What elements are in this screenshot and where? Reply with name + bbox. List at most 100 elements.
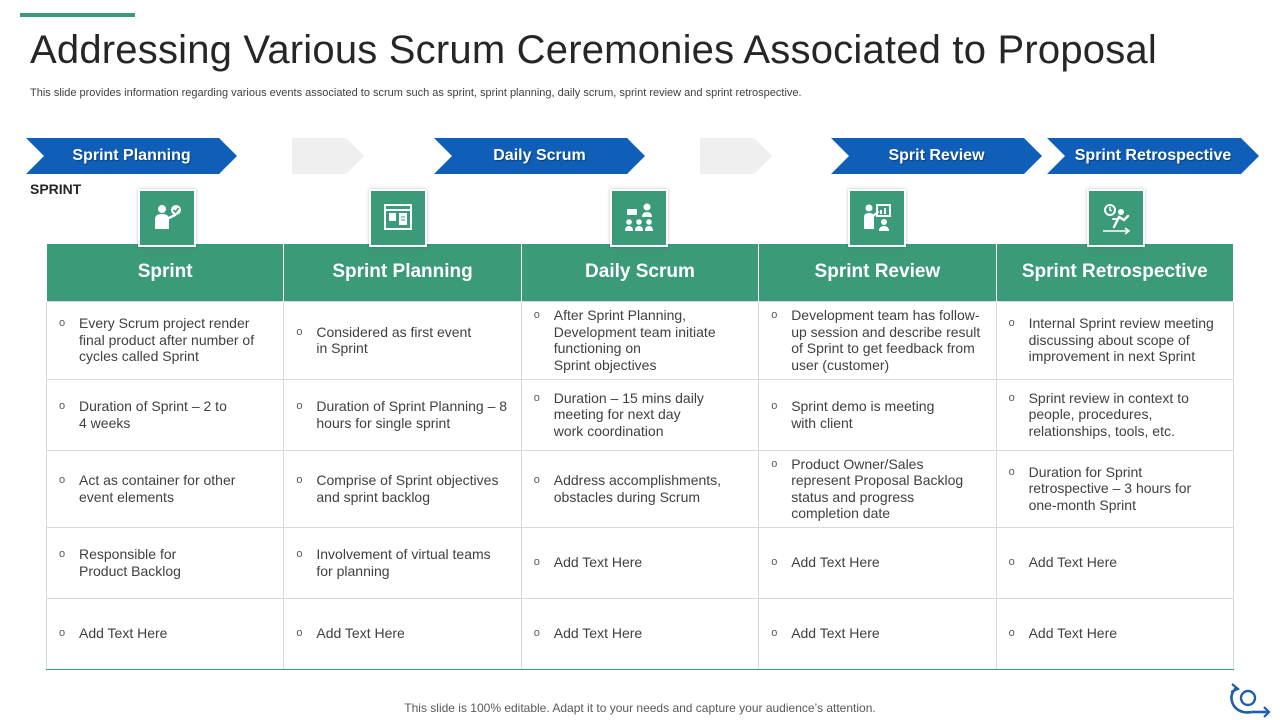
bullet-item: o Add Text Here	[771, 625, 985, 642]
chevron-sprint-planning: Sprint Planning	[26, 138, 237, 174]
bullet-marker: o	[533, 474, 540, 486]
cell-text: Add Text Here	[791, 554, 880, 571]
cell-text: After Sprint Planning, Development team …	[553, 307, 716, 373]
table-cell: o Responsible for Product Backlog	[45, 526, 285, 599]
cell-text: Add Text Here	[1028, 554, 1118, 571]
cell-text: Every Scrum project render final product…	[79, 315, 255, 365]
bullet-marker: o	[771, 309, 778, 321]
table-cell: o Considered as first event in Sprint	[283, 300, 522, 380]
table-cell: o Address accomplishments, obstacles duri…	[520, 449, 760, 528]
cell-text: Responsible for Product Backlog	[79, 546, 181, 579]
cycle-arrow-icon	[1230, 683, 1271, 718]
bullet-marker: o	[296, 474, 303, 486]
column-header-sprint-planning: Sprint Planning	[283, 244, 522, 301]
column-header-sprint: Sprint	[45, 244, 285, 301]
bullet-marker: o	[59, 400, 66, 412]
bullet-marker: o	[1008, 556, 1015, 569]
table-cell: o Comprise of Sprint objectives and sprin…	[283, 449, 522, 528]
table-cell: o Add Text Here	[758, 597, 997, 670]
cell-text: Product Owner/Sales represent Proposal B…	[791, 455, 964, 522]
bullet-marker: o	[533, 309, 540, 321]
cell-text: Duration for Sprint retrospective – 3 ho…	[1028, 463, 1192, 513]
bullet-marker: o	[59, 474, 66, 486]
bullet-marker: o	[771, 627, 778, 640]
table-cell: o Add Text Here	[758, 526, 997, 599]
cell-text: Considered as first event in Sprint	[316, 323, 472, 357]
cell-text: Sprint demo is meeting with client	[791, 398, 935, 431]
column-header-sprint-retrospective: Sprint Retrospective	[995, 244, 1235, 301]
cell-text: Act as container for other event element…	[79, 472, 236, 505]
cell-text: Add Text Here	[791, 625, 880, 642]
person-checklist-icon	[138, 189, 196, 247]
slide-footer: This slide is 100% editable. Adapt it to…	[404, 701, 876, 715]
bullet-marker: o	[771, 457, 778, 470]
ceremony-table: Sprint Sprint Planning Daily Scrum Sprin…	[45, 244, 1235, 670]
bullet-marker: o	[296, 400, 303, 412]
bullet-item: o After Sprint Planning, Development team…	[534, 307, 748, 373]
bullet-marker: o	[59, 548, 66, 560]
cell-text: Address accomplishments, obstacles durin…	[553, 472, 722, 505]
slide-subtitle: This slide provides information regardin…	[30, 87, 802, 99]
bullet-marker: o	[59, 627, 66, 640]
bullet-item: o Add Text Here	[534, 625, 748, 642]
cell-text: Comprise of Sprint objectives and sprint…	[316, 472, 499, 505]
bullet-marker: o	[533, 556, 540, 569]
cell-text: Duration of Sprint – 2 to 4 weeks	[79, 398, 227, 431]
cell-text: Add Text Here	[316, 625, 405, 642]
chevron-spacer	[292, 138, 364, 174]
bullet-marker: o	[1008, 391, 1015, 404]
bullet-marker: o	[533, 627, 540, 640]
bullet-item: o Product Owner/Sales represent Proposal …	[771, 456, 985, 522]
bullet-marker: o	[771, 556, 778, 569]
bullet-item: o Add Text Here	[1009, 625, 1223, 642]
column-header-daily-scrum: Daily Scrum	[520, 244, 760, 301]
cell-text: Add Text Here	[553, 625, 643, 642]
bullet-marker: o	[59, 317, 66, 330]
cell-text: Add Text Here	[79, 625, 168, 642]
bullet-item: o Add Text Here	[771, 554, 985, 571]
bullet-marker: o	[296, 627, 303, 640]
bullet-item: o Add Text Here	[296, 625, 510, 642]
presentation-icon	[848, 189, 906, 247]
cell-text: Involvement of virtual teams for plannin…	[316, 546, 491, 579]
bullet-item: o Address accomplishments, obstacles duri…	[534, 472, 748, 505]
chevron-label: Daily Scrum	[493, 147, 586, 164]
table-row: o Add Text Here o Add Text Here o Add Text He…	[45, 597, 1235, 670]
cell-text: Add Text Here	[1028, 625, 1118, 642]
table-cell: o Product Owner/Sales represent Proposal …	[758, 449, 997, 528]
column-header-sprint-review: Sprint Review	[758, 244, 997, 301]
chevron-spacer	[700, 138, 772, 174]
chevron-label: Sprint Retrospective	[1074, 147, 1232, 164]
cell-text: Duration – 15 mins daily meeting for nex…	[553, 389, 704, 439]
bullet-item: o Responsible for Product Backlog	[59, 546, 273, 579]
bullet-item: o Duration of Sprint – 2 to 4 weeks	[59, 398, 273, 431]
team-meeting-icon	[610, 189, 668, 247]
table-cell: o Sprint demo is meeting with client	[758, 378, 997, 451]
bullet-item: o Considered as first event in Sprint	[296, 324, 510, 357]
bullet-marker: o	[1008, 627, 1015, 640]
table-cell: o Act as container for other event elemen…	[45, 449, 285, 528]
slide-title: Addressing Various Scrum Ceremonies Asso…	[30, 28, 1157, 72]
chevron-daily-scrum: Daily Scrum	[434, 138, 645, 174]
bullet-marker: o	[771, 400, 778, 412]
bullet-marker: o	[296, 325, 303, 338]
chevron-label: Sprit Review	[888, 147, 985, 164]
chevron-sprit-review: Sprit Review	[831, 138, 1042, 174]
bullet-item: o Act as container for other event elemen…	[59, 472, 273, 505]
